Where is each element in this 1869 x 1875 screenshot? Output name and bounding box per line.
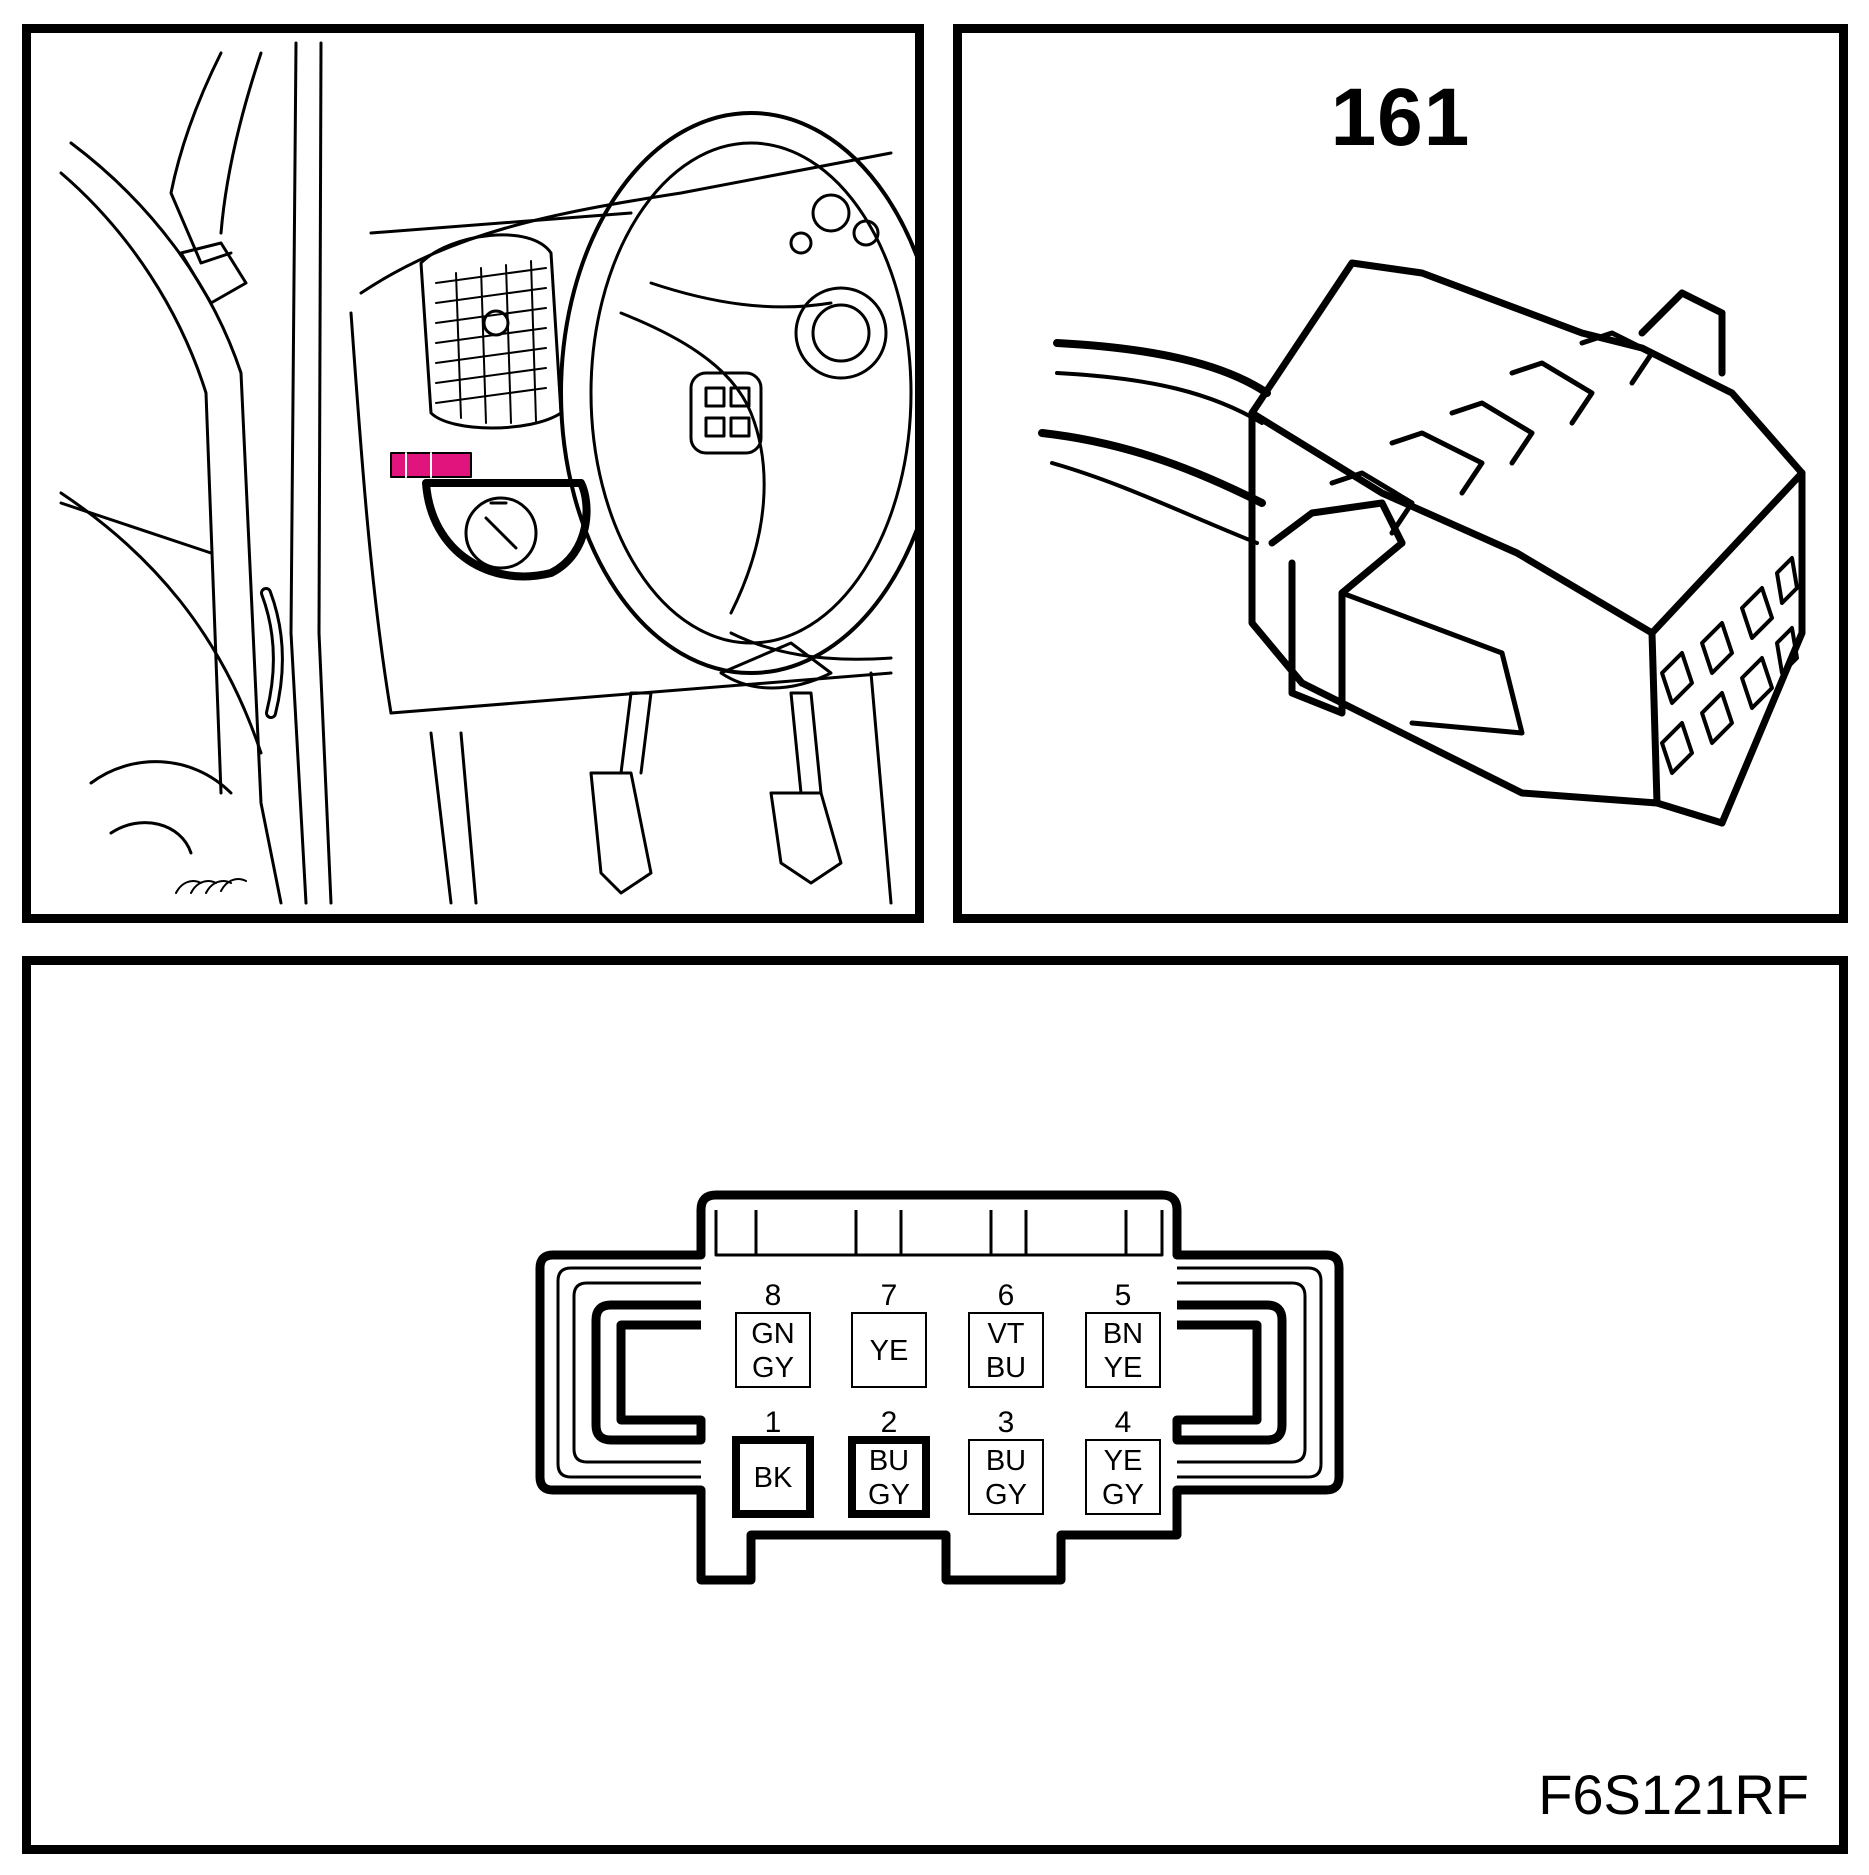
- pin-cell: [732, 1436, 814, 1518]
- pin-cell: [735, 1312, 811, 1388]
- pin-cell: [1085, 1312, 1161, 1388]
- pin-7: 7YE: [851, 1279, 927, 1388]
- pin-1: 1BK: [732, 1406, 814, 1518]
- pin-number: 8: [765, 1279, 782, 1312]
- wire-color-label: BU: [986, 1445, 1026, 1477]
- wire-color-label: YE: [1104, 1445, 1143, 1477]
- wire-color-label: GY: [752, 1352, 794, 1384]
- pin-cell: [1085, 1439, 1161, 1515]
- wire-color-label: BU: [986, 1352, 1026, 1384]
- figure-code: F6S121RF: [1538, 1763, 1809, 1826]
- pin-number: 5: [1115, 1279, 1132, 1312]
- pin-cell: [848, 1436, 930, 1518]
- wire-color-label: GY: [1102, 1479, 1144, 1511]
- location-illustration-panel: [22, 24, 924, 923]
- pin-cell: [968, 1312, 1044, 1388]
- dashboard-illustration: [59, 41, 915, 905]
- wire-color-label: YE: [870, 1335, 909, 1367]
- wire-color-label: BK: [754, 1462, 793, 1494]
- connector-3d-panel: 161: [953, 24, 1848, 923]
- pin-number: 4: [1115, 1406, 1132, 1439]
- connector-number: 161: [1330, 72, 1471, 163]
- wire-color-label: GY: [868, 1479, 910, 1511]
- pin-number: 6: [998, 1279, 1015, 1312]
- wire-color-label: YE: [1104, 1352, 1143, 1384]
- wire-color-label: VT: [987, 1318, 1024, 1350]
- wire-color-label: GY: [985, 1479, 1027, 1511]
- pin-cell: [968, 1439, 1044, 1515]
- pin-number: 2: [881, 1406, 898, 1439]
- pin-number: 3: [998, 1406, 1015, 1439]
- wire-color-label: GN: [751, 1318, 795, 1350]
- pin-number: 1: [765, 1406, 782, 1439]
- connector-3d-illustration: [1038, 259, 1806, 827]
- pin-cell: [851, 1312, 927, 1388]
- wire-color-label: BU: [869, 1445, 909, 1477]
- pin-number: 7: [881, 1279, 898, 1312]
- wire-color-label: BN: [1103, 1318, 1143, 1350]
